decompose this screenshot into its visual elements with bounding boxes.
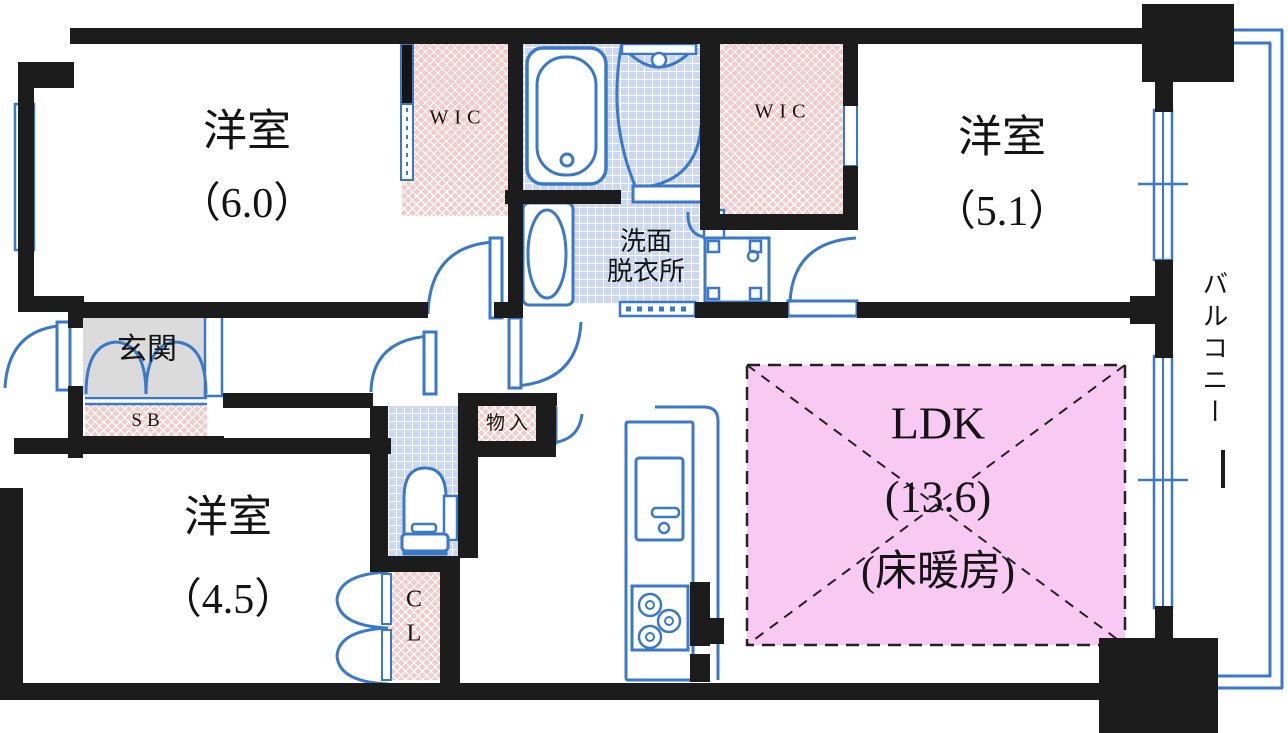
wall-segment bbox=[458, 393, 557, 406]
shoebox-label: SB bbox=[131, 410, 165, 432]
wall-segment bbox=[18, 296, 84, 312]
wall-segment bbox=[494, 302, 523, 318]
wall-segment bbox=[68, 296, 83, 328]
closet-label-line1: C bbox=[405, 586, 423, 613]
wall-segment bbox=[83, 302, 428, 318]
wall-segment bbox=[440, 556, 460, 684]
toilet-floor bbox=[388, 406, 458, 558]
entrance-label: 玄関 bbox=[117, 332, 177, 366]
wall-segment bbox=[536, 393, 556, 443]
ldk-floor-heating-note: (床暖房) bbox=[861, 548, 1015, 595]
wall-segment bbox=[1155, 606, 1173, 640]
wall-segment bbox=[508, 41, 523, 304]
wic-left-floor bbox=[402, 44, 508, 216]
ldk-label: LDK bbox=[890, 397, 986, 449]
washroom-sliding-door bbox=[618, 300, 697, 318]
wall-segment bbox=[700, 41, 720, 216]
closet-label: C L bbox=[406, 583, 422, 650]
bedroom2-door bbox=[786, 236, 859, 318]
wall-segment bbox=[505, 190, 621, 204]
wall-segment bbox=[843, 166, 858, 230]
bedroom2-label: 洋室 bbox=[958, 112, 1046, 162]
washroom-label-line1: 洗面 bbox=[619, 227, 673, 257]
bedroom3-size: （4.5） bbox=[159, 576, 297, 623]
wall-segment bbox=[458, 441, 556, 457]
storage-floor bbox=[478, 406, 536, 443]
wall-segment bbox=[370, 406, 388, 572]
closet-floor bbox=[388, 572, 440, 680]
bedroom2-size: （5.1） bbox=[933, 188, 1071, 235]
hall-door bbox=[507, 316, 583, 390]
wic-right-floor bbox=[720, 44, 843, 216]
wall-segment bbox=[690, 654, 710, 682]
bedroom1-label: 洋室 bbox=[203, 106, 291, 156]
wall-segment bbox=[1221, 450, 1225, 488]
wall-segment bbox=[695, 302, 788, 318]
wall-segment bbox=[1099, 638, 1218, 733]
wall-segment bbox=[458, 406, 478, 558]
balcony-label: バルコニー bbox=[1198, 270, 1228, 430]
closet-panel-right bbox=[843, 103, 858, 167]
wall-segment bbox=[223, 393, 373, 408]
wic-right-label: WIC bbox=[754, 100, 812, 123]
entrance-door bbox=[3, 320, 72, 392]
wall-segment bbox=[0, 488, 23, 700]
wall-segment bbox=[70, 28, 1142, 44]
window-entrance-side bbox=[203, 314, 224, 398]
wic-left-label: WIC bbox=[429, 106, 487, 129]
wall-segment bbox=[388, 556, 460, 572]
washroom-label-line2: 脱衣所 bbox=[606, 257, 686, 286]
storage-label: 物入 bbox=[485, 413, 533, 435]
wall-segment bbox=[14, 438, 391, 454]
wall-segment bbox=[1130, 296, 1157, 324]
toilet-door bbox=[369, 330, 438, 396]
wall-segment bbox=[10, 683, 1102, 700]
wall-segment bbox=[857, 302, 1155, 318]
washroom-label: 洗面 脱衣所 bbox=[607, 227, 685, 287]
wall-segment bbox=[1155, 80, 1173, 112]
wall-segment bbox=[690, 582, 710, 646]
wall-segment bbox=[18, 62, 34, 310]
washing-machine-pan bbox=[701, 236, 773, 314]
wall-segment bbox=[700, 214, 858, 230]
wall-segment bbox=[1155, 260, 1173, 358]
wall-segment bbox=[708, 618, 724, 644]
bedroom1-door bbox=[426, 236, 504, 320]
wall-segment bbox=[843, 44, 858, 106]
bedroom1-size: （6.0） bbox=[178, 180, 316, 227]
bedroom3-label: 洋室 bbox=[184, 492, 272, 542]
closet-folding-doors bbox=[335, 570, 392, 686]
window-right-upper bbox=[1138, 108, 1188, 262]
bath-floor bbox=[508, 41, 700, 192]
closet-label-line2: L bbox=[406, 620, 422, 646]
shoebox-floor bbox=[85, 404, 207, 438]
window-right-lower bbox=[1138, 354, 1188, 610]
ldk-size: (13.6) bbox=[884, 472, 992, 522]
wall-segment bbox=[1142, 4, 1234, 82]
